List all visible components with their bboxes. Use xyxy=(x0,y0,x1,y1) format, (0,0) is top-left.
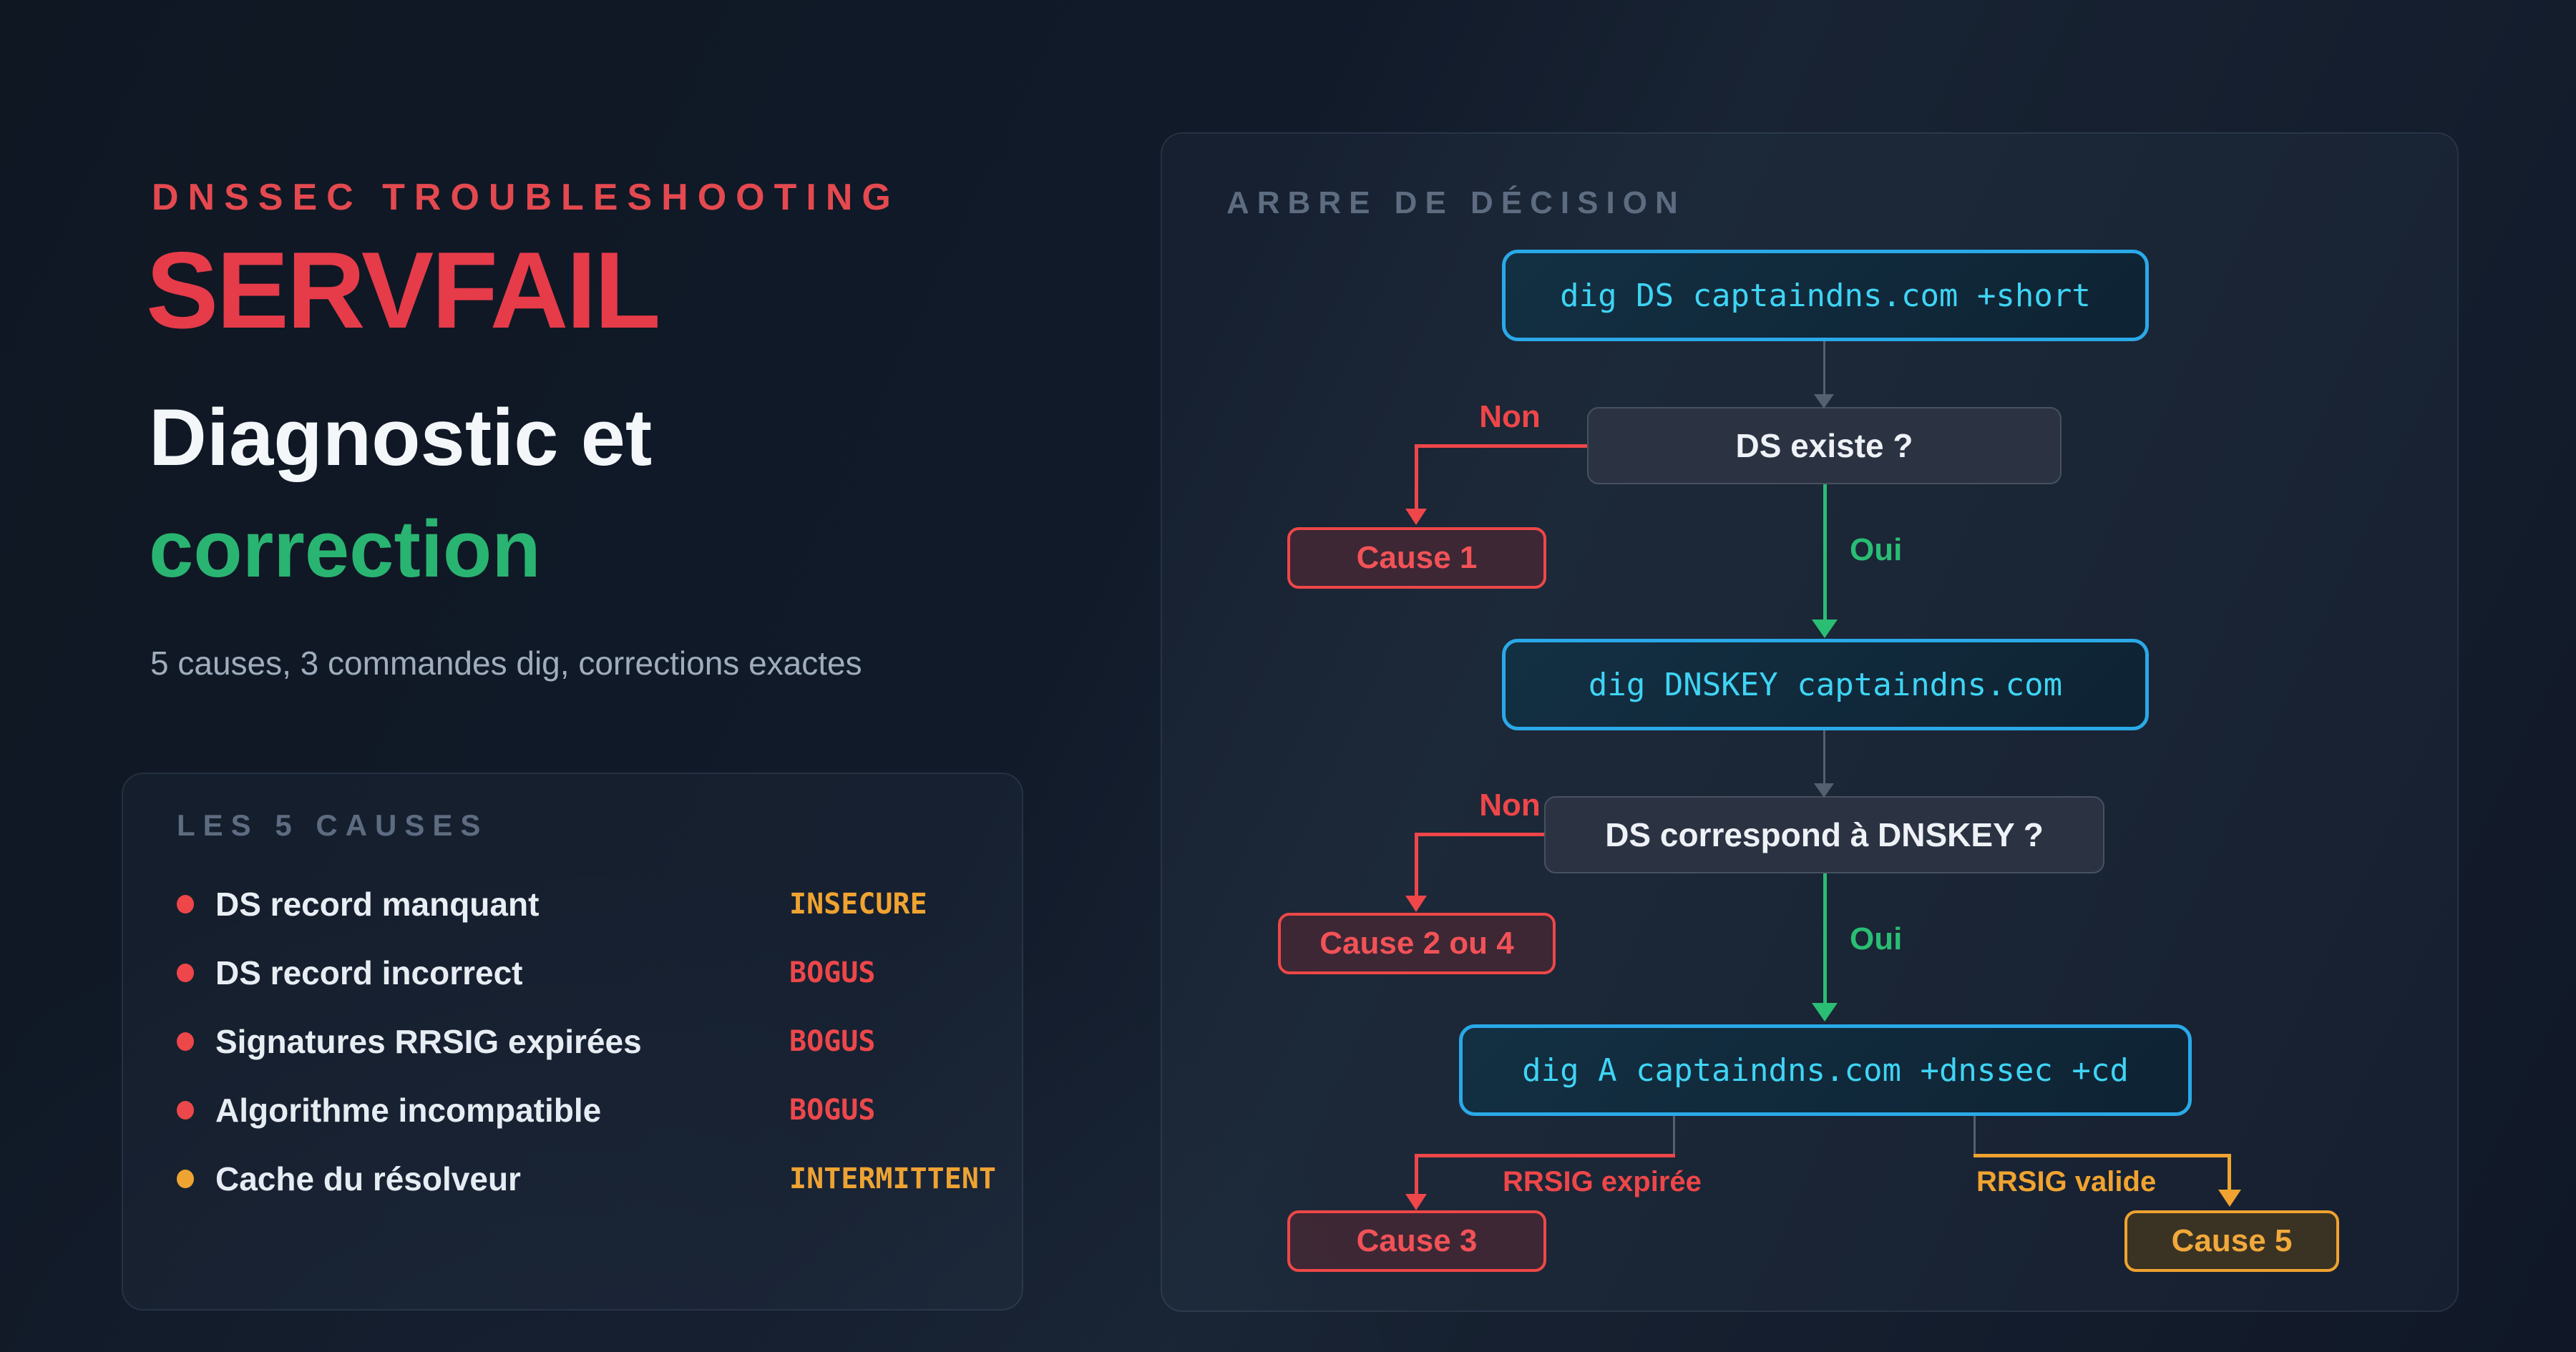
connector-line xyxy=(1974,1116,1976,1155)
bullet-dot-icon xyxy=(177,964,194,982)
flow-node-cause-5: Cause 5 xyxy=(2124,1210,2339,1272)
flow-node-cmd-dig-ds: dig DS captaindns.com +short xyxy=(1502,250,2149,341)
bullet-dot-icon xyxy=(177,1170,194,1188)
bullet-dot-icon xyxy=(177,1032,194,1051)
flow-node-cause-1: Cause 1 xyxy=(1287,527,1546,589)
arrow-down-icon xyxy=(1405,509,1427,525)
connector-line xyxy=(1823,730,1825,785)
edge-label-rrsig-expired: RRSIG expirée xyxy=(1503,1166,1702,1197)
arrow-down-icon xyxy=(1405,896,1427,912)
edge-label-oui-1: Oui xyxy=(1850,532,1903,567)
cause-label: DS record incorrect xyxy=(215,954,523,991)
cause-label: Algorithme incompatible xyxy=(215,1092,602,1129)
bullet-dot-icon xyxy=(177,895,194,913)
bullet-dot-icon xyxy=(177,1101,194,1120)
arrow-down-icon xyxy=(2218,1190,2241,1207)
edge-label-non-2: Non xyxy=(1479,788,1541,823)
edge-label-oui-2: Oui xyxy=(1850,921,1903,956)
cause-label: DS record manquant xyxy=(215,886,540,923)
arrow-down-icon xyxy=(1812,1003,1838,1022)
connector-line xyxy=(1415,833,1418,897)
cause-status-badge: INSECURE xyxy=(789,888,927,921)
connector-line xyxy=(1673,1116,1675,1155)
cause-status-badge: BOGUS xyxy=(789,1025,876,1058)
connector-line xyxy=(1974,1154,2231,1157)
causes-list: DS record manquant INSECURE DS record in… xyxy=(177,870,996,1213)
arrow-down-icon xyxy=(1405,1194,1427,1210)
list-item: Algorithme incompatible BOGUS xyxy=(177,1076,979,1145)
arrow-down-icon xyxy=(1814,783,1834,798)
connector-line xyxy=(2228,1154,2231,1191)
flow-node-cause-3: Cause 3 xyxy=(1287,1210,1546,1272)
tagline: 5 causes, 3 commandes dig, corrections e… xyxy=(150,645,862,682)
connector-line xyxy=(1415,444,1418,510)
connector-line xyxy=(1415,1154,1675,1157)
causes-card: LES 5 CAUSES DS record manquant INSECURE… xyxy=(122,773,1023,1311)
edge-label-rrsig-valid: RRSIG valide xyxy=(1976,1166,2157,1197)
flow-node-cmd-dig-dnskey: dig DNSKEY captaindns.com xyxy=(1502,639,2149,730)
decision-tree-header: ARBRE DE DÉCISION xyxy=(1226,185,1686,220)
cause-label: Signatures RRSIG expirées xyxy=(215,1023,642,1060)
flow-node-cause-2-or-4: Cause 2 ou 4 xyxy=(1278,913,1556,974)
cause-label: Cache du résolveur xyxy=(215,1160,521,1197)
connector-line xyxy=(1823,341,1825,396)
list-item: Signatures RRSIG expirées BOGUS xyxy=(177,1007,979,1076)
cause-status-badge: INTERMITTENT xyxy=(789,1162,996,1195)
list-item: DS record manquant INSECURE xyxy=(177,870,979,939)
arrow-down-icon xyxy=(1814,394,1834,408)
connector-line xyxy=(1415,444,1587,448)
flow-node-question-ds-exists: DS existe ? xyxy=(1587,407,2062,484)
subtitle-line-2: correction xyxy=(149,504,541,594)
list-item: DS record incorrect BOGUS xyxy=(177,939,979,1007)
eyebrow-title: DNSSEC TROUBLESHOOTING xyxy=(152,177,900,218)
flow-node-cmd-dig-a-dnssec: dig A captaindns.com +dnssec +cd xyxy=(1459,1024,2192,1116)
edge-label-non-1: Non xyxy=(1479,399,1541,434)
list-item: Cache du résolveur INTERMITTENT xyxy=(177,1145,996,1213)
connector-line xyxy=(1823,873,1827,1005)
connector-line xyxy=(1415,833,1544,836)
flow-node-question-ds-matches-dnskey: DS correspond à DNSKEY ? xyxy=(1544,796,2104,873)
cause-status-badge: BOGUS xyxy=(789,1094,876,1127)
arrow-down-icon xyxy=(1812,619,1838,638)
connector-line xyxy=(1823,484,1827,622)
causes-card-header: LES 5 CAUSES xyxy=(177,808,489,842)
connector-line xyxy=(1415,1154,1418,1195)
subtitle-line-1: Diagnostic et xyxy=(149,393,653,482)
page-title: SERVFAIL xyxy=(146,230,660,351)
cause-status-badge: BOGUS xyxy=(789,956,876,989)
